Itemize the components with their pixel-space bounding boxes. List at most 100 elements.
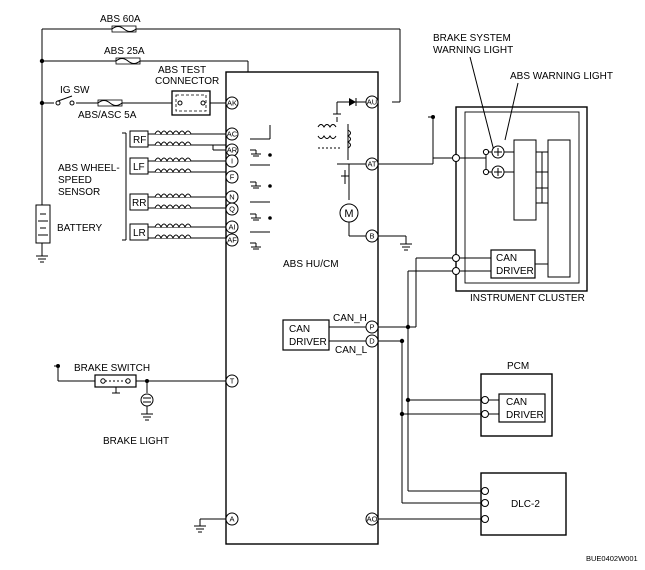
sensor-rr-label: RR [132,198,146,209]
svg-text:AO: AO [367,515,378,524]
cluster-pin [452,154,460,162]
brake-light-label: BRAKE LIGHT [103,436,169,447]
wheel-sensor-rr [129,193,226,211]
motor-icon: M [339,203,366,237]
ig-switch-label: IG SW [60,85,90,96]
brake-warning-label-2: WARNING LIGHT [433,45,513,56]
dlc2-pin [481,487,489,495]
junction-dot [39,100,45,106]
pcm-can-driver-label-1: CAN [506,397,527,408]
leader-lines [469,56,519,152]
pin-q: Q [225,202,239,216]
fuse-absasc5a-label: ABS/ASC 5A [78,110,137,121]
battery-label: BATTERY [57,223,103,234]
can-h-label: CAN_H [333,313,367,324]
warning-light-wire [378,116,456,165]
svg-text:I: I [231,157,233,166]
junction-dot [399,411,405,417]
abs-test-connector-label-1: ABS TEST [158,65,206,76]
dlc2-box [480,472,567,536]
sensor-lf-label: LF [133,162,145,173]
battery-icon [35,204,51,263]
dlc2-pin [481,499,489,507]
abs-warning-label: ABS WARNING LIGHT [510,71,613,82]
cluster-can-driver-label-1: CAN [496,253,517,264]
svg-text:M: M [344,208,353,220]
svg-text:Q: Q [229,205,235,214]
svg-text:AK: AK [227,99,237,108]
svg-text:N: N [229,193,234,202]
cluster-pin [452,254,460,262]
cluster-ic-block [547,139,571,278]
pin-t: T [225,374,239,388]
svg-text:AR: AR [227,146,238,155]
pin-a: A [225,512,239,526]
pin-ao: AO [365,512,379,526]
fuse-icon [111,25,137,33]
wheel-sensor-label-1: ABS WHEEL- [58,163,120,174]
wheel-sensor-bracket [122,132,127,241]
wheel-sensor-rf [129,130,226,151]
svg-text:T: T [230,377,235,386]
valve-relay-circuit [317,98,366,200]
pin-i: I [225,154,239,168]
pin-ar: AR [225,143,239,157]
ignition-switch-icon [54,95,76,106]
can-driver-module-label-1: CAN [289,324,310,335]
pcm-pin [481,410,489,418]
cluster-pin [452,267,460,275]
fuse-abs60a-label: ABS 60A [100,14,141,25]
ground-icon [378,235,412,251]
pin-n: N [225,190,239,204]
pin-ak: AK [225,96,239,110]
svg-text:D: D [369,337,375,346]
brake-switch-wires [54,365,226,421]
pin-ai: AI [225,220,239,234]
brake-warning-label-1: BRAKE SYSTEM [433,33,511,44]
junction-dot [405,324,411,330]
pcm-can-driver-label-2: DRIVER [506,410,544,421]
svg-text:F: F [230,173,235,182]
svg-text:AI: AI [228,223,235,232]
svg-text:AT: AT [367,160,376,169]
sensor-lr-label: LR [133,228,146,239]
pin-f: F [225,170,239,184]
wheel-sensor-lr [129,223,226,241]
svg-text:AC: AC [227,130,238,139]
junction-dot [399,338,405,344]
svg-text:AU: AU [367,98,377,107]
fuse-abs25a-label: ABS 25A [104,46,145,57]
wheel-sensor-label-3: SENSOR [58,187,100,198]
brake-warning-lamp-icon [491,145,505,159]
pcm-pin [481,396,489,404]
cluster-ic-block [513,139,537,221]
abs-hucm-module [225,71,379,545]
svg-text:B: B [369,232,374,241]
pin-at: AT [365,157,379,171]
instrument-cluster-label: INSTRUMENT CLUSTER [470,293,585,304]
junction-dot [39,58,45,64]
abs-test-connector-label-2: CONNECTOR [155,76,219,87]
wheel-sensor-label-2: SPEED [58,175,92,186]
abs-warning-lamp-icon [491,165,505,179]
cluster-can-driver [490,249,536,279]
pin-af: AF [225,233,239,247]
fuse-icon [97,99,123,107]
fuse-icon [115,57,141,65]
wheel-sensor-lf [129,157,226,175]
cluster-bus-lines [536,151,548,204]
brake-switch-icon [94,374,137,394]
can-bus-wires [378,257,481,520]
shield-ground-icon [250,125,272,250]
figure-code: BUE0402W001 [586,554,638,563]
junction-dot [145,379,149,383]
pin-b: B [365,229,379,243]
abs-hucm-label: ABS HU/CM [283,259,339,270]
svg-text:P: P [369,323,374,332]
dlc2-pin [481,515,489,523]
can-driver-module [282,319,330,351]
pcm-can-driver [498,393,546,423]
dlc2-label: DLC-2 [511,499,540,510]
pin-d: D [365,334,379,348]
